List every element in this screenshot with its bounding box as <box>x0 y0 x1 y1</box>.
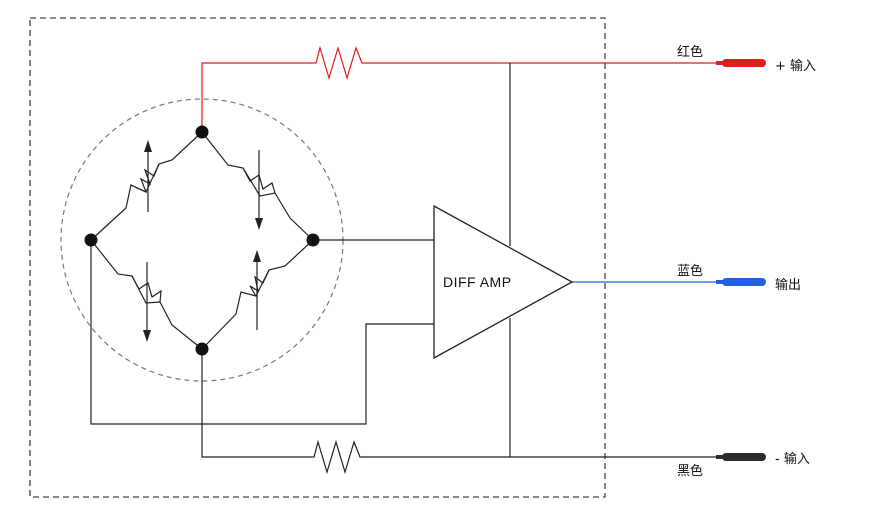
diff-amp-label: DIFF AMP <box>443 274 512 290</box>
positive-input-label: + 输入 <box>775 59 817 74</box>
variable-arrow-down-icon <box>143 330 151 342</box>
bridge-arm-upper-right <box>201 131 314 241</box>
red-wire-label: 红色 <box>677 45 704 60</box>
enclosure-dashed-border <box>29 17 606 498</box>
black-terminal[interactable] <box>722 453 766 461</box>
red-terminal[interactable] <box>722 59 766 67</box>
bridge-outline-circle <box>60 98 344 382</box>
black-wire-label: 黑色 <box>677 464 704 479</box>
red-excitation-line <box>201 45 722 130</box>
bridge-bottom-wire <box>201 349 306 458</box>
blue-wire-label: 蓝色 <box>677 264 704 279</box>
bridge-node-top <box>195 125 209 139</box>
blue-terminal[interactable] <box>722 278 766 286</box>
variable-arrow-up-icon <box>144 140 152 152</box>
bridge-node-left <box>84 233 98 247</box>
bridge-node-bottom <box>195 342 209 356</box>
output-label: 输出 <box>775 278 802 293</box>
bridge-left-to-amp-wire <box>90 240 434 425</box>
variable-arrow-down-icon <box>255 218 263 230</box>
bottom-resistor <box>306 439 366 475</box>
variable-arrow-up-icon <box>253 250 261 262</box>
bridge-node-right <box>306 233 320 247</box>
diff-amp-triangle <box>433 204 574 360</box>
negative-input-label: - 输入 <box>775 452 810 467</box>
bridge-arm-lower-left <box>90 239 203 350</box>
